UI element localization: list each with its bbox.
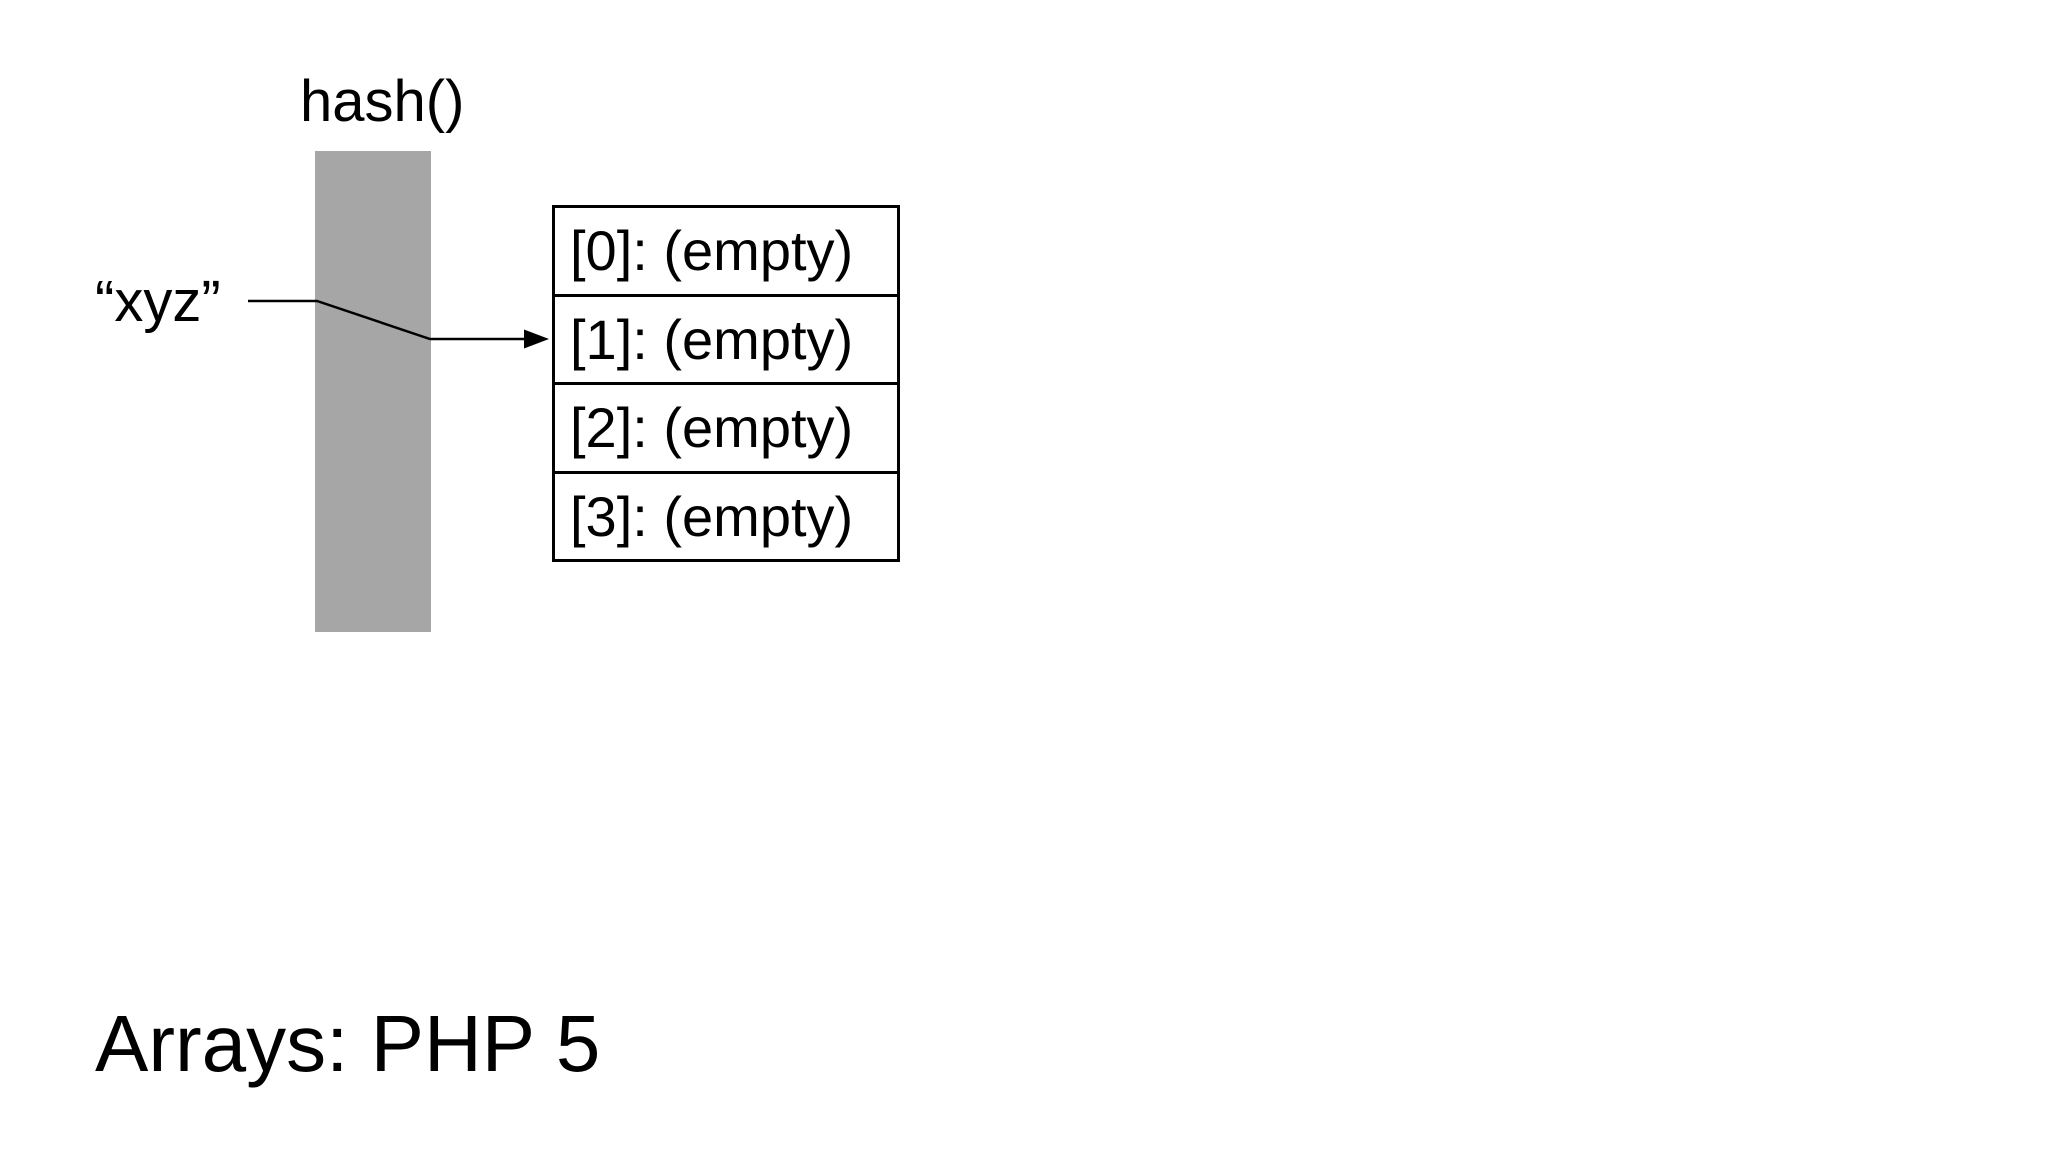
bucket-row-label: [1]: (empty) bbox=[570, 307, 854, 371]
bucket-row-label: [3]: (empty) bbox=[570, 484, 854, 548]
bucket-row-label: [2]: (empty) bbox=[570, 396, 854, 460]
hash-function-bar bbox=[315, 151, 431, 632]
bucket-row-1: [1]: (empty) bbox=[555, 293, 897, 383]
slide-title: Arrays: PHP 5 bbox=[95, 999, 601, 1088]
bucket-array-table: [0]: (empty) [1]: (empty) [2]: (empty) [… bbox=[552, 205, 900, 562]
bucket-row-3: [3]: (empty) bbox=[555, 470, 897, 560]
bucket-row-0: [0]: (empty) bbox=[555, 208, 897, 294]
hash-function-label: hash() bbox=[300, 69, 465, 134]
bucket-row-2: [2]: (empty) bbox=[555, 382, 897, 471]
arrow-head-icon bbox=[524, 329, 549, 349]
bucket-row-label: [0]: (empty) bbox=[570, 219, 854, 283]
input-key-label: “xyz” bbox=[95, 269, 221, 334]
